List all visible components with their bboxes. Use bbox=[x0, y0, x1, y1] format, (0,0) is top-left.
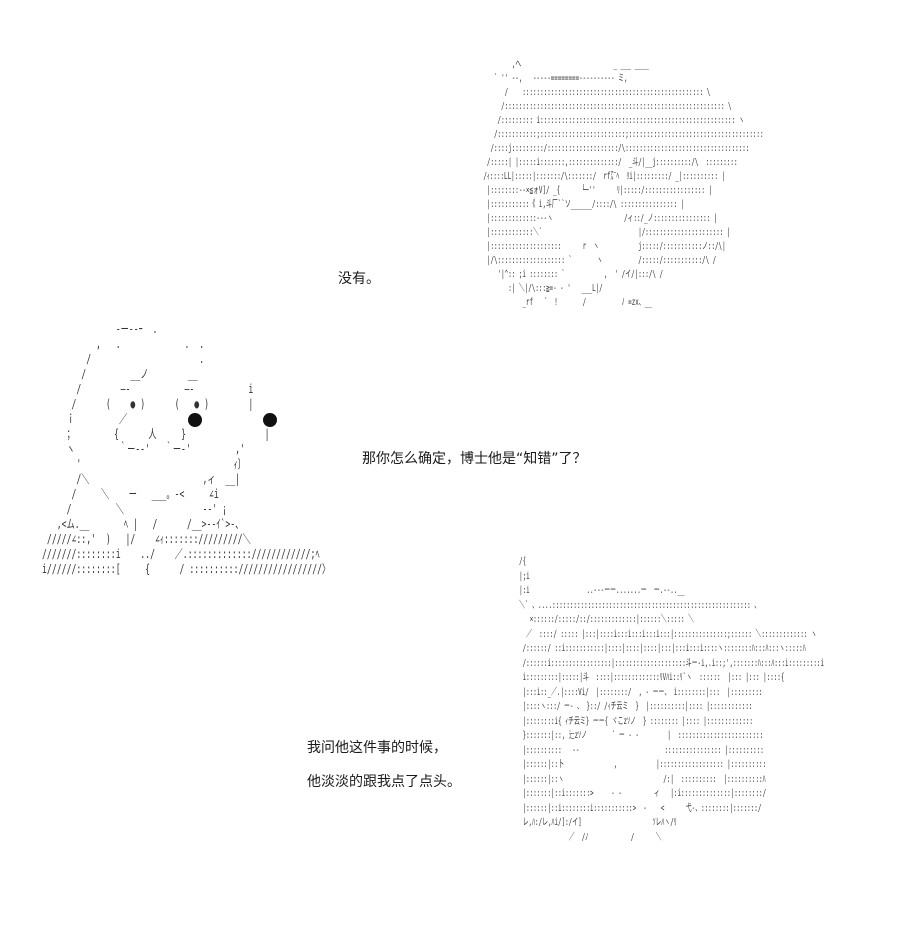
ascii-art-girl-bottom: /{ |;i |:i ..-‐‐ーー.......ー ー.-‐..__ ＼` 、… bbox=[512, 555, 824, 905]
ascii-art-girl-top-text: ,ヘ _ ___ ____ ` '' --, -----========----… bbox=[483, 59, 764, 308]
caption-no: 没有。 bbox=[338, 271, 380, 287]
right-eye-icon bbox=[263, 413, 277, 427]
caption-asked: 我问他这件事的时候， bbox=[307, 740, 447, 756]
left-eye-icon bbox=[188, 413, 202, 427]
ascii-art-girl-bottom-text: /{ |;i |:i ..-‐‐ーー.......ー ー.-‐..__ ＼` 、… bbox=[519, 556, 824, 843]
ascii-art-man-left: -ー--ｰ . , . . . / . / __ノ __ / ―‐ ―‐ i /… bbox=[42, 322, 331, 612]
caption-nodded: 他淡淡的跟我点了点头。 bbox=[307, 774, 461, 790]
caption-question: 那你怎么确定，博士他是“知错”了？ bbox=[362, 451, 587, 467]
ascii-art-girl-top: ,ヘ _ ___ ____ ` '' --, -----========----… bbox=[455, 58, 764, 368]
ascii-art-man-left-text: -ー--ｰ . , . . . / . / __ノ __ / ―‐ ―‐ i /… bbox=[42, 322, 331, 576]
